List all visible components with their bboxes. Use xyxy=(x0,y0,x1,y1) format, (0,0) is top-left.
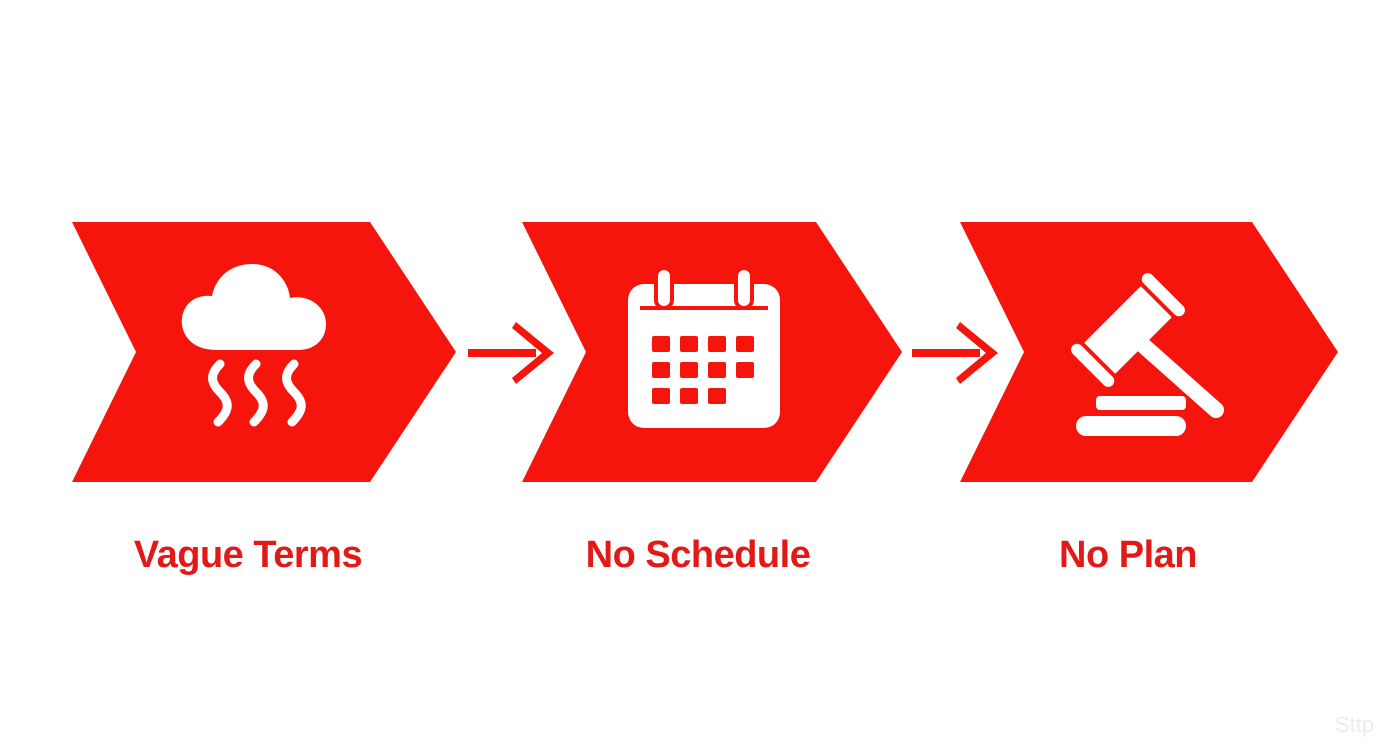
arrow-right-icon xyxy=(912,322,998,384)
step-vague-terms xyxy=(70,220,460,484)
step-label-vague-terms: Vague Terms xyxy=(133,534,363,576)
chevron-shape xyxy=(72,222,456,482)
step-no-plan xyxy=(958,220,1342,484)
step-label-no-plan: No Plan xyxy=(1059,534,1197,576)
step-label-no-schedule: No Schedule xyxy=(585,534,811,576)
watermark: Sttp xyxy=(1334,712,1374,737)
step-no-schedule xyxy=(520,220,910,484)
calendar-icon xyxy=(628,266,780,428)
gavel-icon xyxy=(1067,269,1224,436)
cloud-rain-icon xyxy=(181,264,326,427)
arrow-right-icon xyxy=(468,322,554,384)
